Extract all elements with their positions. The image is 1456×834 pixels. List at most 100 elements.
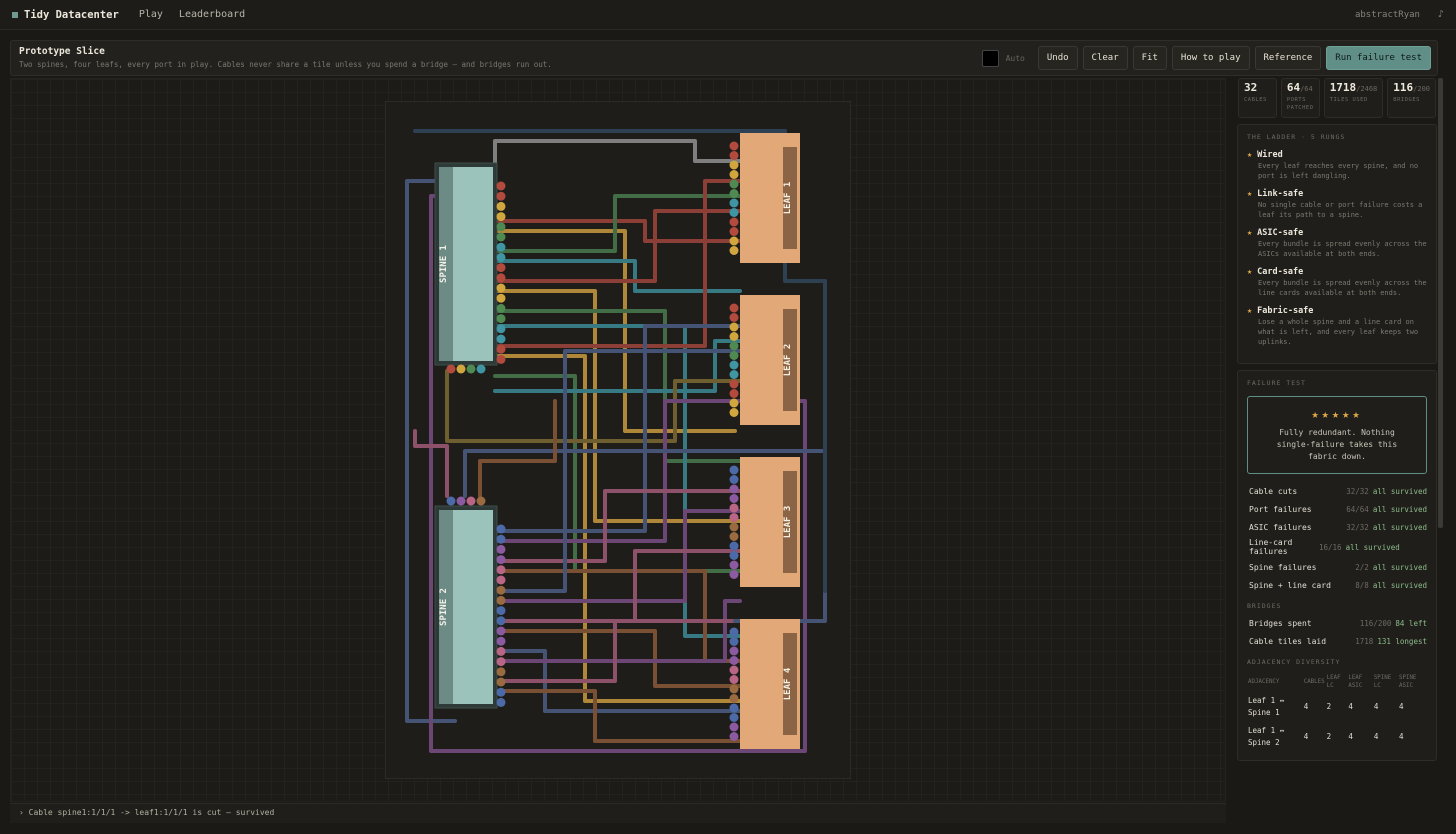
- port[interactable]: [496, 252, 506, 262]
- port[interactable]: [729, 341, 739, 351]
- run-failure-test-button[interactable]: Run failure test: [1326, 46, 1431, 70]
- port[interactable]: [496, 344, 506, 354]
- port[interactable]: [496, 626, 506, 636]
- port[interactable]: [729, 494, 739, 503]
- port[interactable]: [496, 667, 506, 677]
- nav-leaderboard[interactable]: Leaderboard: [178, 9, 246, 20]
- leaf-1[interactable]: LEAF 1: [740, 133, 800, 263]
- how-to-play-button[interactable]: How to play: [1171, 46, 1250, 70]
- port[interactable]: [729, 646, 739, 656]
- port[interactable]: [729, 694, 739, 703]
- port[interactable]: [729, 398, 739, 408]
- port[interactable]: [729, 732, 739, 741]
- port[interactable]: [476, 364, 486, 374]
- port[interactable]: [729, 675, 739, 684]
- port[interactable]: [496, 242, 506, 252]
- port[interactable]: [496, 636, 506, 646]
- port[interactable]: [729, 484, 739, 494]
- port[interactable]: [496, 575, 506, 585]
- port[interactable]: [729, 198, 739, 208]
- brand[interactable]: Tidy Datacenter: [12, 9, 119, 21]
- port[interactable]: [729, 627, 739, 637]
- port[interactable]: [729, 141, 739, 151]
- port[interactable]: [496, 677, 506, 687]
- port[interactable]: [496, 595, 506, 605]
- reference-button[interactable]: Reference: [1254, 46, 1322, 70]
- port[interactable]: [496, 222, 506, 232]
- port[interactable]: [729, 370, 739, 379]
- port[interactable]: [729, 541, 739, 551]
- port[interactable]: [496, 585, 506, 595]
- port[interactable]: [729, 227, 739, 236]
- port[interactable]: [729, 637, 739, 646]
- port[interactable]: [729, 351, 739, 360]
- leaf-2[interactable]: LEAF 2: [740, 295, 800, 425]
- username[interactable]: abstractRyan: [1354, 9, 1420, 20]
- port[interactable]: [729, 570, 739, 579]
- port[interactable]: [496, 232, 506, 242]
- port[interactable]: [729, 656, 739, 665]
- spine-2[interactable]: SPINE 2: [434, 505, 498, 709]
- port[interactable]: [496, 697, 506, 707]
- spine-1[interactable]: SPINE 1: [434, 162, 498, 366]
- port[interactable]: [729, 179, 739, 189]
- port[interactable]: [729, 703, 739, 713]
- panel-scrollbar[interactable]: [1438, 78, 1443, 528]
- port[interactable]: [496, 201, 506, 211]
- port[interactable]: [729, 665, 739, 675]
- port[interactable]: [729, 389, 739, 398]
- auto-toggle[interactable]: Auto: [1005, 53, 1025, 63]
- port[interactable]: [446, 364, 456, 374]
- port[interactable]: [496, 191, 506, 201]
- port[interactable]: [729, 713, 739, 722]
- port[interactable]: [729, 408, 739, 417]
- port[interactable]: [729, 170, 739, 179]
- port[interactable]: [729, 532, 739, 541]
- port[interactable]: [496, 616, 506, 626]
- port[interactable]: [496, 687, 506, 697]
- port[interactable]: [466, 496, 476, 506]
- port[interactable]: [729, 684, 739, 694]
- music-icon[interactable]: ♪: [1437, 9, 1444, 20]
- fit-button[interactable]: Fit: [1132, 46, 1167, 70]
- port[interactable]: [496, 181, 506, 191]
- port[interactable]: [496, 324, 506, 334]
- port[interactable]: [496, 303, 506, 313]
- port[interactable]: [476, 496, 486, 506]
- port[interactable]: [496, 565, 506, 575]
- port[interactable]: [729, 513, 739, 522]
- game-stage[interactable]: SPINE 1 SPINE 2 LEAF 1 LEAF 2 LEAF 3 LEA…: [10, 78, 1226, 802]
- port[interactable]: [729, 475, 739, 484]
- port[interactable]: [729, 551, 739, 560]
- color-swatch[interactable]: [981, 49, 999, 67]
- port[interactable]: [496, 534, 506, 544]
- port[interactable]: [729, 217, 739, 227]
- port[interactable]: [496, 334, 506, 344]
- port[interactable]: [729, 560, 739, 570]
- port[interactable]: [496, 314, 506, 324]
- port[interactable]: [729, 160, 739, 170]
- clear-button[interactable]: Clear: [1082, 46, 1128, 70]
- port[interactable]: [496, 606, 506, 616]
- port[interactable]: [729, 313, 739, 322]
- port[interactable]: [496, 544, 506, 554]
- port[interactable]: [729, 465, 739, 475]
- port[interactable]: [729, 208, 739, 217]
- port[interactable]: [496, 293, 506, 303]
- port[interactable]: [496, 273, 506, 283]
- port[interactable]: [729, 151, 739, 160]
- port[interactable]: [729, 379, 739, 389]
- port[interactable]: [496, 212, 506, 222]
- port[interactable]: [496, 646, 506, 656]
- port[interactable]: [496, 524, 506, 534]
- port[interactable]: [466, 364, 476, 374]
- datacenter-board[interactable]: SPINE 1 SPINE 2 LEAF 1 LEAF 2 LEAF 3 LEA…: [385, 101, 851, 779]
- port[interactable]: [496, 263, 506, 273]
- port[interactable]: [456, 364, 466, 374]
- port[interactable]: [496, 354, 506, 364]
- port[interactable]: [729, 236, 739, 246]
- nav-play[interactable]: Play: [138, 9, 163, 20]
- port[interactable]: [496, 657, 506, 667]
- port[interactable]: [729, 503, 739, 513]
- port[interactable]: [496, 555, 506, 565]
